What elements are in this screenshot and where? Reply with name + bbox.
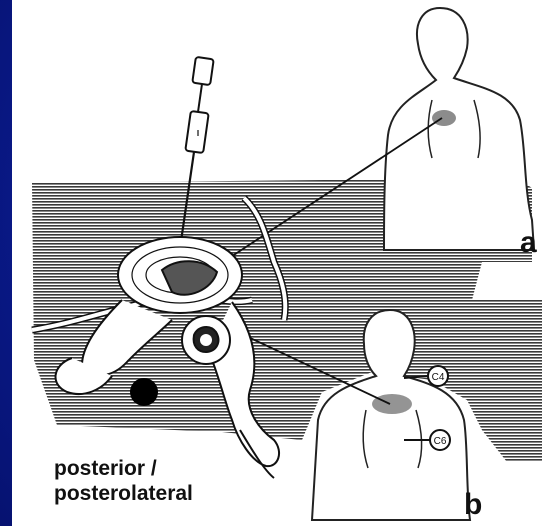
panel-label-b: b (464, 488, 482, 522)
panel-label-a: a (520, 226, 537, 260)
cervical-pain-referral-diagram: C4 C6 (12, 0, 556, 526)
illustration-panel: C4 C6 (12, 0, 556, 526)
torso-a (384, 8, 534, 250)
caption: posterior / posterolateral (54, 456, 193, 506)
caption-line-1: posterior / (54, 456, 193, 481)
caption-line-2: posterolateral (54, 481, 193, 506)
dermatome-label-c4: C4 (432, 372, 445, 383)
dermatome-label-c6: C6 (434, 436, 447, 447)
